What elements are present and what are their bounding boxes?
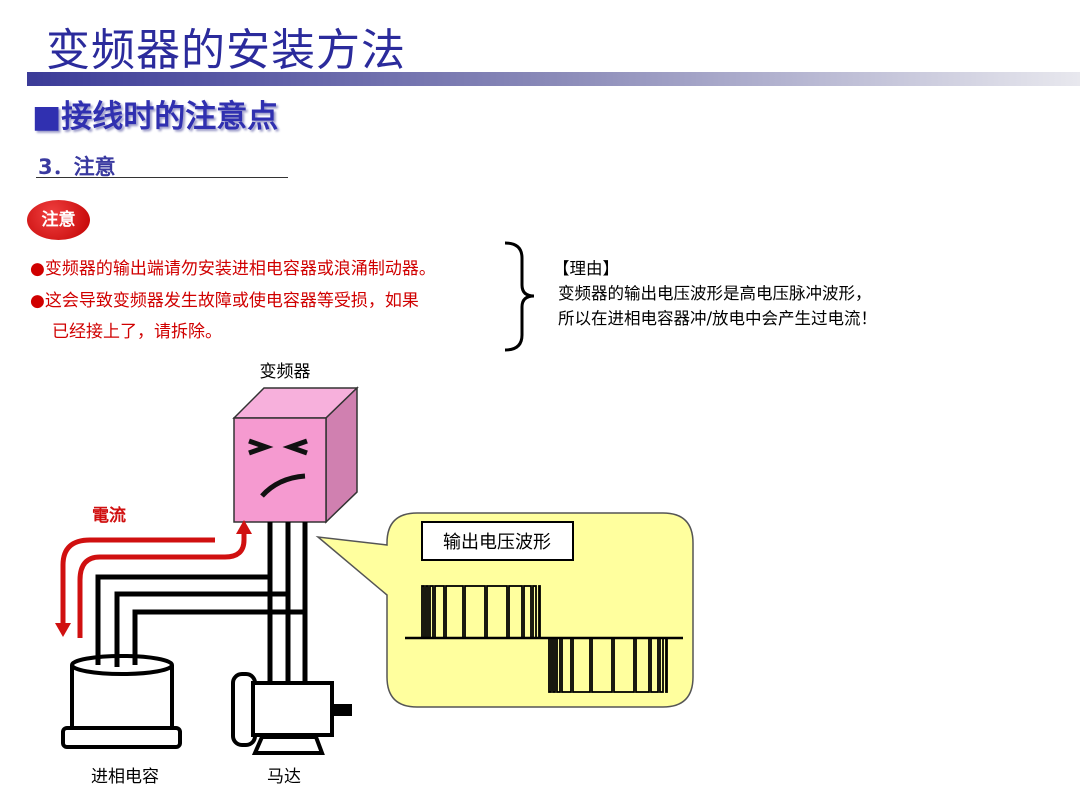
negative-pulse [591,637,613,693]
positive-pulse [425,585,429,639]
arrow-up-icon [236,520,252,534]
negative-pulse [548,637,552,693]
positive-pulse [523,585,532,639]
waveform-label-box [421,521,574,561]
negative-pulse [556,637,561,693]
caution-badge: 注意 [27,200,90,240]
inverter-cube [232,386,359,524]
negative-pulse [635,637,650,693]
reason-heading: 【理由】 [553,259,619,278]
warning-line-3: 已经接上了，请拆除。 [52,322,222,342]
positive-pulse [429,585,434,639]
inverter-label: 变频器 [260,362,311,382]
negative-pulse [659,637,664,693]
positive-pulse [445,585,464,639]
positive-pulse [434,585,445,639]
speech-bubble [315,512,694,708]
pwm-waveform [421,585,668,693]
motor [231,672,352,755]
negative-pulse [561,637,572,693]
positive-pulse [508,585,523,639]
capacitor-label: 进相电容 [91,767,159,787]
current-arrows [60,532,247,638]
arrow-down-icon [55,623,71,637]
positive-pulse [538,585,541,639]
subsection-underline [36,177,288,178]
warning-line-2: ●这会导致变频器发生故障或使电容器等受损，如果 [30,291,419,311]
positive-pulse [421,585,425,639]
angry-face-icon [248,438,308,498]
negative-pulse [613,637,635,693]
warning-line-1: ●变频器的输出端请勿安装进相电容器或浪涌制动器。 [30,259,436,279]
section-heading: ■接线时的注意点 [32,99,279,135]
positive-pulse [486,585,508,639]
waveform-label: 输出电压波形 [443,532,551,553]
page-title: 变频器的安装方法 [46,25,406,76]
wires [95,522,308,683]
reason-line-1: 变频器的输出电压波形是高电压脉冲波形， [558,284,872,303]
motor-label: 马达 [267,767,301,787]
negative-pulse [650,637,659,693]
brace-icon [504,241,535,352]
negative-pulse [552,637,556,693]
reason-line-2: 所以在进相电容器冲/放电中会产生过电流！ [558,309,878,328]
subsection-heading: 3．注意 [38,155,116,179]
capacitor [61,654,182,749]
positive-pulse [464,585,486,639]
negative-pulse [665,637,668,693]
negative-pulse [572,637,591,693]
current-label: 電流 [92,505,126,526]
title-divider-bar [27,72,1080,86]
positive-pulse [532,585,537,639]
